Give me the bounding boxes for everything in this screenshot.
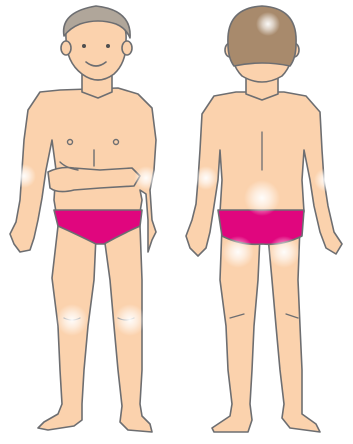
back-figure <box>186 6 342 432</box>
front-figure <box>10 6 158 432</box>
